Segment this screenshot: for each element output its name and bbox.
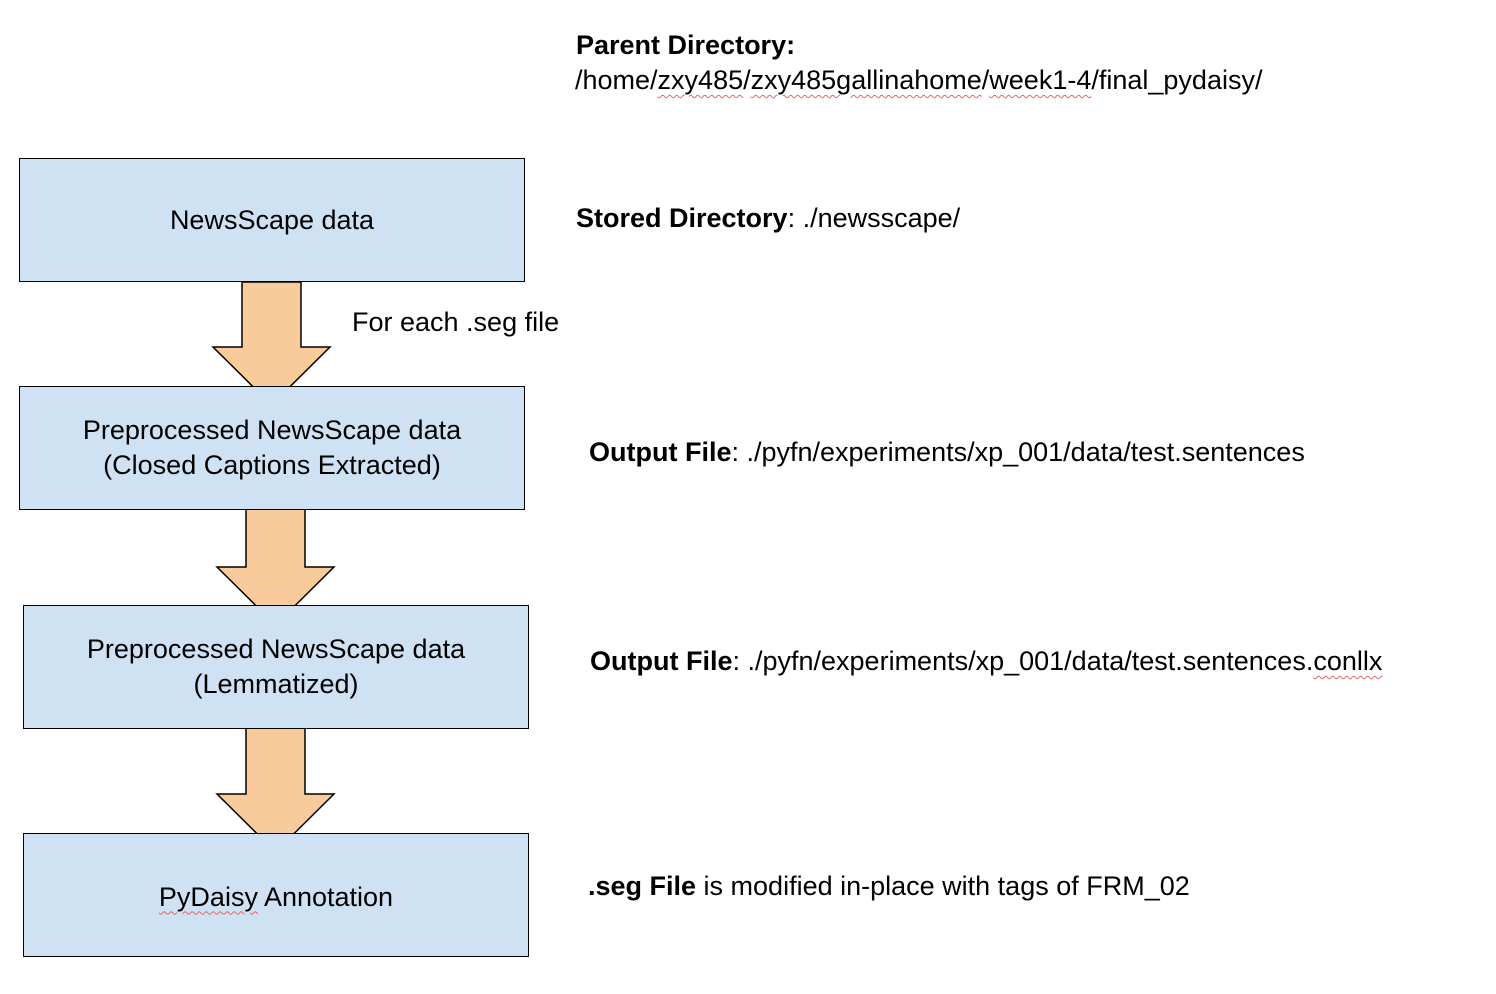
note-value: : ./pyfn/experiments/xp_001/data/test.se… xyxy=(732,646,1314,676)
note-value: : ./pyfn/experiments/xp_001/data/test.se… xyxy=(731,437,1305,467)
flow-arrow-3 xyxy=(215,727,336,854)
node-label-pydaisy: PyDaisy xyxy=(158,881,258,912)
note-seg-modified: .seg File is modified in-place with tags… xyxy=(588,869,1190,904)
node-preprocessed-lemmatized: Preprocessed NewsScape data (Lemmatized) xyxy=(23,605,529,729)
node-label-annotation: Annotation xyxy=(257,881,394,912)
note-stored-directory: Stored Directory: ./newsscape/ xyxy=(576,201,960,236)
node-label: NewsScape data xyxy=(169,204,375,235)
node-label: Preprocessed NewsScape data xyxy=(86,634,466,664)
flow-arrow-2 xyxy=(215,508,336,627)
note-value: : ./newsscape/ xyxy=(787,203,961,233)
note-value: is modified in-place with tags of FRM_02 xyxy=(696,871,1190,901)
note-label: Stored Directory xyxy=(576,203,788,233)
note-label: Output File xyxy=(589,437,732,467)
note-value-ext: conllx xyxy=(1313,646,1383,676)
node-newsscape-data: NewsScape data xyxy=(19,158,525,282)
node-label: PyDaisy Annotation xyxy=(159,876,393,915)
flow-arrow-1 xyxy=(211,281,332,407)
parent-directory-path: /home/zxy485/zxy485gallinahome/week1-4/f… xyxy=(575,65,1263,95)
note-label: .seg File xyxy=(588,871,697,901)
edge-label-for-each: For each .seg file xyxy=(352,307,560,337)
parent-directory-label: Parent Directory: xyxy=(576,30,796,60)
note-output-sentences: Output File: ./pyfn/experiments/xp_001/d… xyxy=(589,435,1305,470)
parent-directory-heading: Parent Directory: xyxy=(576,28,795,63)
node-label-sub: (Closed Captions Extracted) xyxy=(103,450,441,480)
node-label-sub: (Lemmatized) xyxy=(193,669,359,699)
note-output-conllx: Output File: ./pyfn/experiments/xp_001/d… xyxy=(590,644,1382,679)
note-label: Output File xyxy=(590,646,733,676)
node-pydaisy-annotation: PyDaisy Annotation xyxy=(23,833,529,957)
node-preprocessed-captions: Preprocessed NewsScape data (Closed Capt… xyxy=(19,386,525,510)
node-label: Preprocessed NewsScape data xyxy=(82,415,462,445)
